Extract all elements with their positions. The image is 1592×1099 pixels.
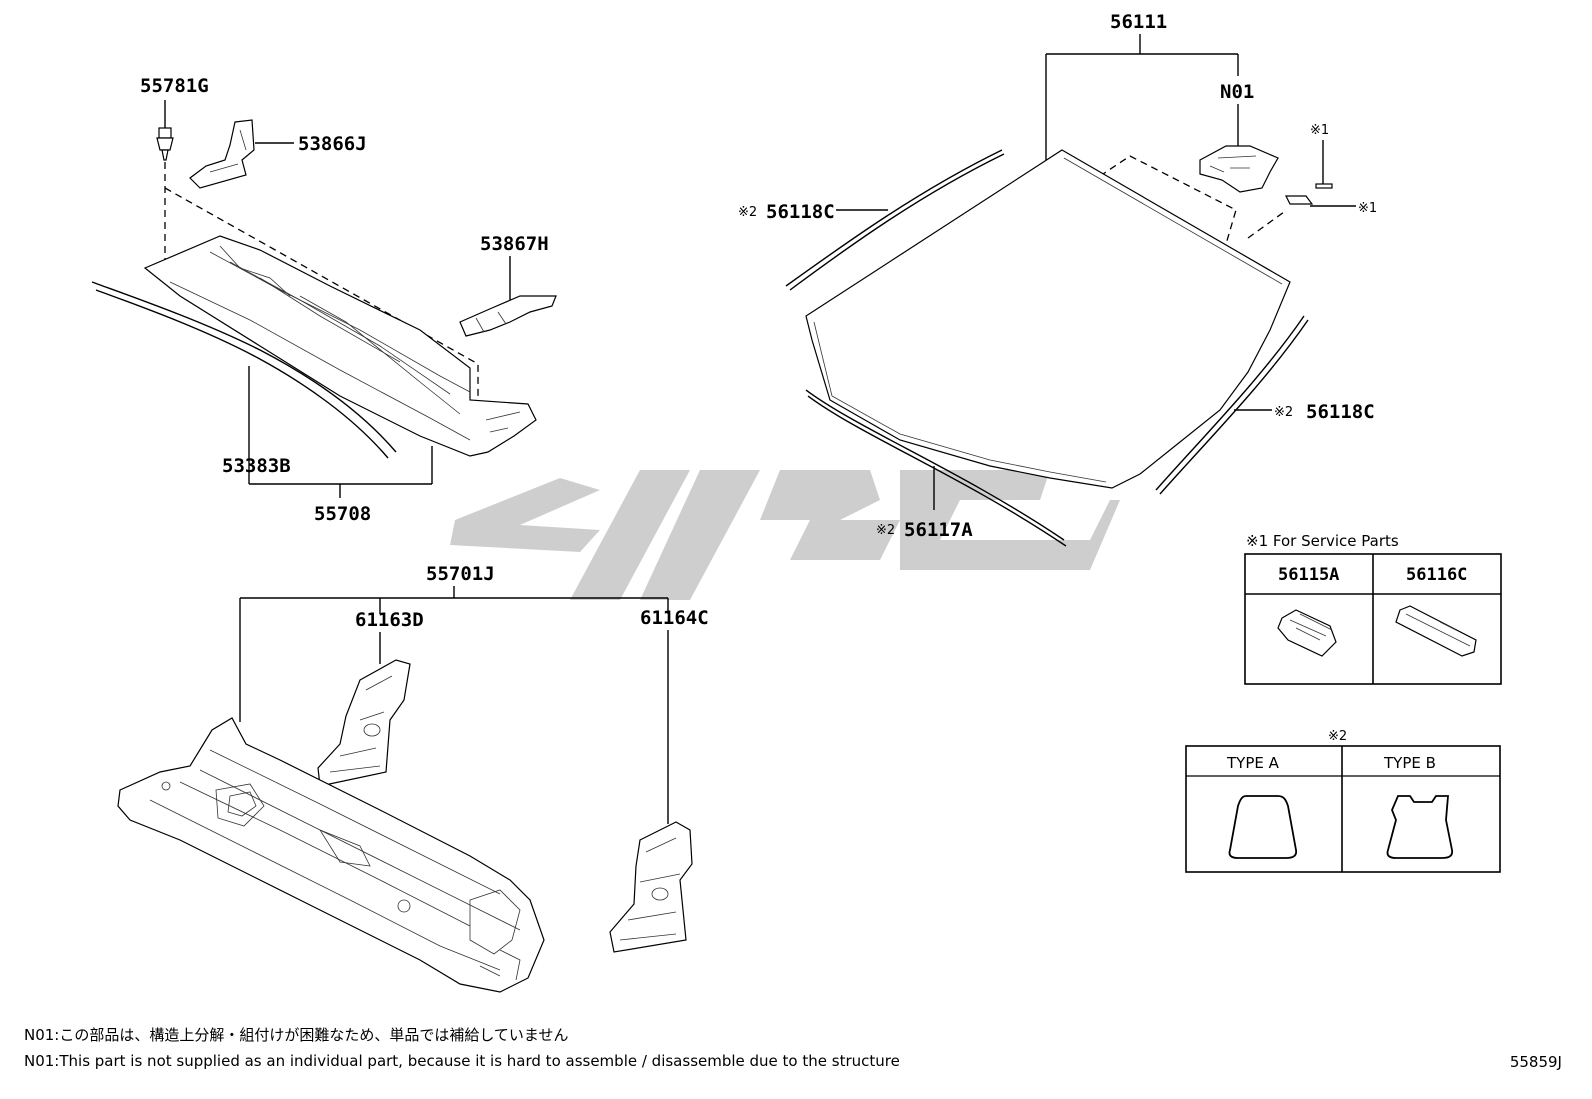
type-table-col2: TYPE B: [1383, 754, 1436, 772]
label-53867H: 53867H: [480, 233, 549, 255]
bracket-53866J-part: [189, 119, 255, 189]
label-53383B: 53383B: [222, 455, 291, 477]
bracket-N01-part: [1199, 145, 1279, 193]
label-56118C-top: 56118C: [766, 201, 835, 223]
gusset-61163D-part: [317, 659, 411, 787]
type-table: ※2 TYPE A TYPE B: [1185, 729, 1501, 873]
dash-panel-group: 55701J 61163D 61164C: [117, 563, 709, 993]
spacer-56116C-part: [1395, 605, 1477, 657]
service-table-col2: 56116C: [1406, 565, 1467, 585]
clip-56115A-part: [1277, 609, 1337, 657]
label-56117A: 56117A: [904, 519, 973, 541]
type-b-shape: [1386, 795, 1454, 859]
ref1-mark-top: ※1: [1310, 123, 1329, 138]
type-table-title: ※2: [1328, 729, 1347, 744]
label-56111: 56111: [1110, 11, 1167, 33]
type-table-col1: TYPE A: [1226, 754, 1280, 772]
ref2-mark-bottom: ※2: [876, 523, 895, 538]
label-N01: N01: [1220, 81, 1254, 103]
windshield-group: 56111 N01 ※1 ※1 ※2 56118C: [738, 11, 1377, 547]
label-55708: 55708: [314, 503, 371, 525]
cowl-group: 55781G 53866J 53867H: [91, 75, 557, 525]
label-61164C: 61164C: [640, 607, 709, 629]
service-table-col1: 56115A: [1278, 565, 1339, 585]
bracket-53867H-part: [459, 295, 557, 337]
diagram-code: 55859J: [1509, 1053, 1562, 1071]
cowl-panel-55708-part: [143, 235, 537, 457]
note-jp: N01:この部品は、構造上分解・組付けが困難なため、単品では補給していません: [24, 1026, 569, 1044]
type-a-shape: [1228, 795, 1298, 859]
service-table-title: ※1 For Service Parts: [1246, 532, 1399, 550]
ref2-mark-top: ※2: [738, 205, 757, 220]
service-parts-table: ※1 For Service Parts 56115A 56116C: [1244, 532, 1502, 685]
label-55781G: 55781G: [140, 75, 209, 97]
label-53866J: 53866J: [298, 133, 367, 155]
ref1-mark-right: ※1: [1358, 201, 1377, 216]
clip-55781G-part: [156, 127, 174, 161]
parts-diagram: 55781G 53866J 53867H: [91, 11, 1502, 993]
label-55701J: 55701J: [426, 563, 495, 585]
gusset-61164C-part: [609, 821, 693, 953]
watermark-logo: [450, 470, 1120, 600]
dash-panel-55701J-part: [117, 717, 545, 993]
note-en: N01:This part is not supplied as an indi…: [24, 1052, 900, 1070]
label-61163D: 61163D: [355, 609, 424, 631]
label-56118C-right: 56118C: [1306, 401, 1375, 423]
windshield-glass-part: [805, 149, 1291, 489]
ref2-mark-right: ※2: [1274, 405, 1293, 420]
